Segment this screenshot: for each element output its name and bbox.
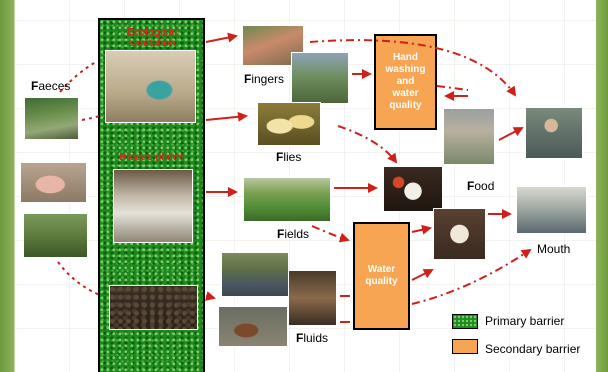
- hand-washing-line3: and: [396, 76, 415, 87]
- biogas-plants-label: Biogas plants: [119, 152, 185, 163]
- fields-rice-photo: [243, 177, 331, 222]
- fingers-label: Fingers: [244, 72, 284, 86]
- food-initial: F: [467, 179, 475, 193]
- arrow-fluids-to-mouth: [411, 248, 532, 305]
- arrow-barrier-to-fluids: [205, 291, 216, 301]
- arrow-fingers-to-mouth: [309, 39, 517, 97]
- arrow-food-to-mouth: [498, 127, 524, 141]
- arrow-flies-to-food: [337, 125, 398, 164]
- fluids-initial: F: [296, 331, 304, 345]
- legend-secondary-label: Secondary barrier: [485, 342, 581, 356]
- mouth-table-photo: [516, 186, 587, 234]
- legend-primary-label: Primary barrier: [485, 314, 565, 328]
- mouth-eating-photo: [525, 107, 583, 159]
- arrow-barrier-to-fingers: [205, 32, 238, 43]
- mouth-label: Mouth: [537, 242, 571, 256]
- fields-label: Fields: [277, 227, 309, 241]
- water-quality-line1: Water: [367, 264, 396, 275]
- legend-secondary-swatch: [452, 339, 478, 354]
- food-rest: ood: [474, 179, 495, 193]
- arrow-fields-to-water-box: [311, 225, 350, 243]
- fields-initial: F: [277, 227, 285, 241]
- hand-washing-line4: water: [392, 88, 419, 99]
- flies-initial: F: [276, 150, 284, 164]
- food-plate-photo: [383, 166, 443, 212]
- ecological-line2: sanitation: [128, 38, 176, 49]
- food-meal-photo: [433, 208, 486, 260]
- faeces-rest: aeces: [38, 79, 71, 93]
- arrow-barrier-to-flies: [205, 111, 248, 122]
- fields-rest: ields: [284, 227, 310, 241]
- biogas-plant-photo: [113, 169, 193, 243]
- ecological-sanitation-label: Ecological sanitation: [110, 27, 194, 49]
- water-quality-box: Water quality: [353, 222, 410, 330]
- flies-rest: lies: [283, 150, 302, 164]
- faeces-pig-photo: [20, 162, 87, 203]
- hand-washing-line1: Hand: [392, 52, 418, 63]
- arrow-faeces-up: [59, 61, 97, 93]
- flies-fruit-photo: [257, 102, 321, 146]
- arrow-faeces-mid: [81, 115, 101, 121]
- food-label: Food: [467, 179, 494, 193]
- fluids-canal-photo: [221, 252, 289, 297]
- hand-washing-line2: washing: [385, 64, 426, 75]
- fluids-rest: luids: [303, 331, 329, 345]
- faeces-forest-photo: [24, 97, 79, 140]
- water-quality-line2: quality: [365, 276, 398, 287]
- arrow-water-box-to-food-up: [411, 224, 432, 235]
- hand-washing-line5: quality: [389, 100, 422, 111]
- fluids-kitchen-photo: [288, 270, 337, 326]
- biogas-slurry-photo: [109, 285, 198, 330]
- arrow-water-box-to-meal: [411, 269, 434, 281]
- fluids-jar-photo: [218, 306, 288, 347]
- food-vendor-photo: [443, 108, 495, 165]
- arrow-faeces-down: [57, 261, 103, 297]
- hand-washing-box: Hand washing and water quality: [374, 34, 437, 130]
- ecological-line1: Ecological: [126, 27, 177, 38]
- fingers-rest: ingers: [251, 72, 285, 86]
- fingers-initial: F: [244, 72, 252, 86]
- flies-label: Flies: [276, 150, 301, 164]
- legend-primary-swatch: [452, 314, 478, 329]
- fluids-label: Fluids: [296, 331, 328, 345]
- ecosan-toilet-photo: [105, 50, 196, 123]
- fingers-village-photo: [291, 52, 349, 104]
- faeces-field-photo: [23, 213, 88, 258]
- faeces-initial: F: [31, 79, 39, 93]
- arrow-hand-box-to-food: [436, 85, 469, 91]
- faeces-label: Faeces: [31, 79, 70, 93]
